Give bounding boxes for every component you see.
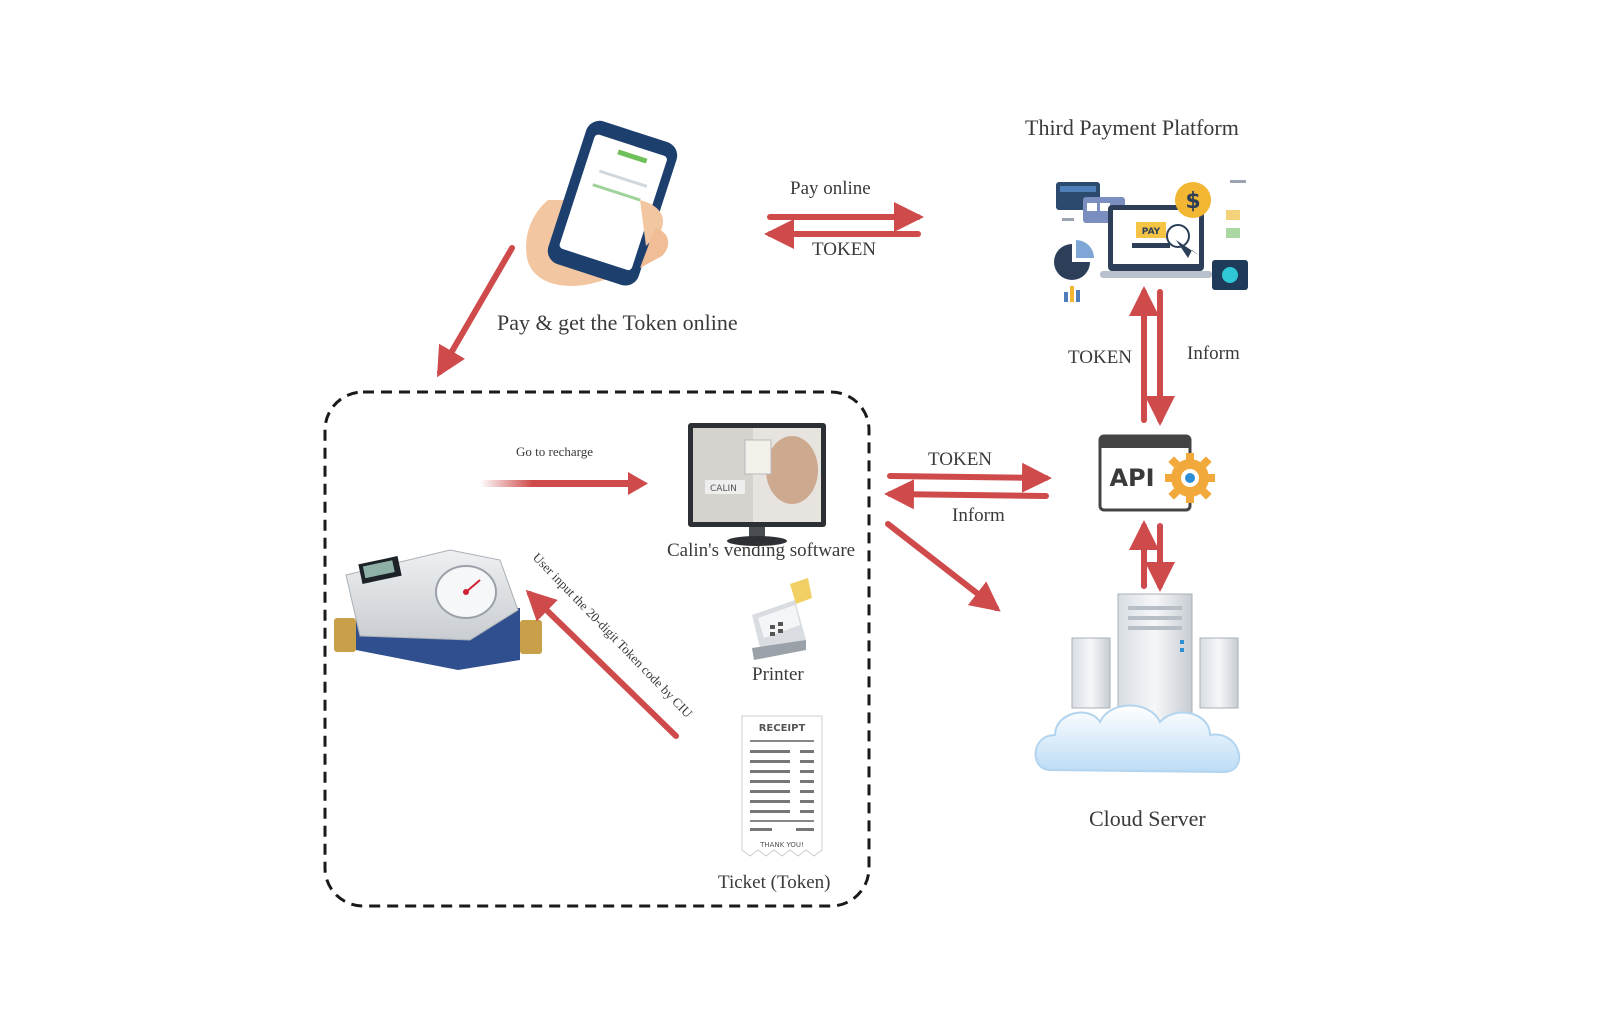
- water-meter-icon: [334, 549, 542, 670]
- label-cloud-server: Cloud Server: [1089, 806, 1206, 831]
- vending-software-monitor-icon: CALIN: [688, 423, 826, 546]
- local-vending-boundary: [323, 390, 871, 908]
- arrow-inform-to-software: [884, 479, 1049, 510]
- receipt-footer: THANK YOU!: [759, 841, 804, 849]
- arrow-token-to-api: [887, 462, 1052, 493]
- arrow-input-to-meter: [525, 589, 679, 739]
- printer-icon: [752, 578, 812, 660]
- label-token-software: TOKEN: [928, 449, 993, 470]
- smartphone-hand-icon: [526, 120, 678, 286]
- label-inform-software: Inform: [952, 505, 1005, 526]
- arrows: [436, 202, 1175, 739]
- label-token-phone: TOKEN: [812, 239, 877, 260]
- cloud-server-icon: [1034, 593, 1241, 774]
- calin-brand-text: CALIN: [710, 484, 737, 494]
- label-go-to-recharge: Go to recharge: [516, 444, 594, 459]
- label-printer: Printer: [752, 664, 804, 685]
- label-vending-software: Calin's vending software: [667, 540, 856, 561]
- label-inform-platform: Inform: [1187, 343, 1240, 364]
- receipt-title: RECEIPT: [759, 723, 806, 734]
- svg-text:$: $: [1185, 189, 1200, 214]
- label-third-payment-platform: Third Payment Platform: [1025, 115, 1239, 140]
- label-user-input: User input the 20-digit Token code by CI…: [530, 550, 696, 721]
- arrow-software-to-cloud: [885, 521, 1001, 612]
- label-ticket: Ticket (Token): [718, 872, 831, 893]
- pay-badge: PAY: [1142, 227, 1161, 237]
- arrow-go-to-recharge: [480, 480, 630, 487]
- receipt-ticket-icon: RECEIPT THANK YOU!: [741, 715, 823, 857]
- payment-platform-icon: PAY $: [1054, 180, 1248, 302]
- label-pay-and-get-token: Pay & get the Token online: [497, 310, 738, 335]
- arrow-phone-to-local: [436, 245, 515, 378]
- label-token-platform: TOKEN: [1068, 347, 1133, 368]
- label-pay-online: Pay online: [790, 178, 871, 199]
- api-label: API: [1109, 464, 1154, 492]
- api-gateway-icon: API: [1098, 434, 1215, 512]
